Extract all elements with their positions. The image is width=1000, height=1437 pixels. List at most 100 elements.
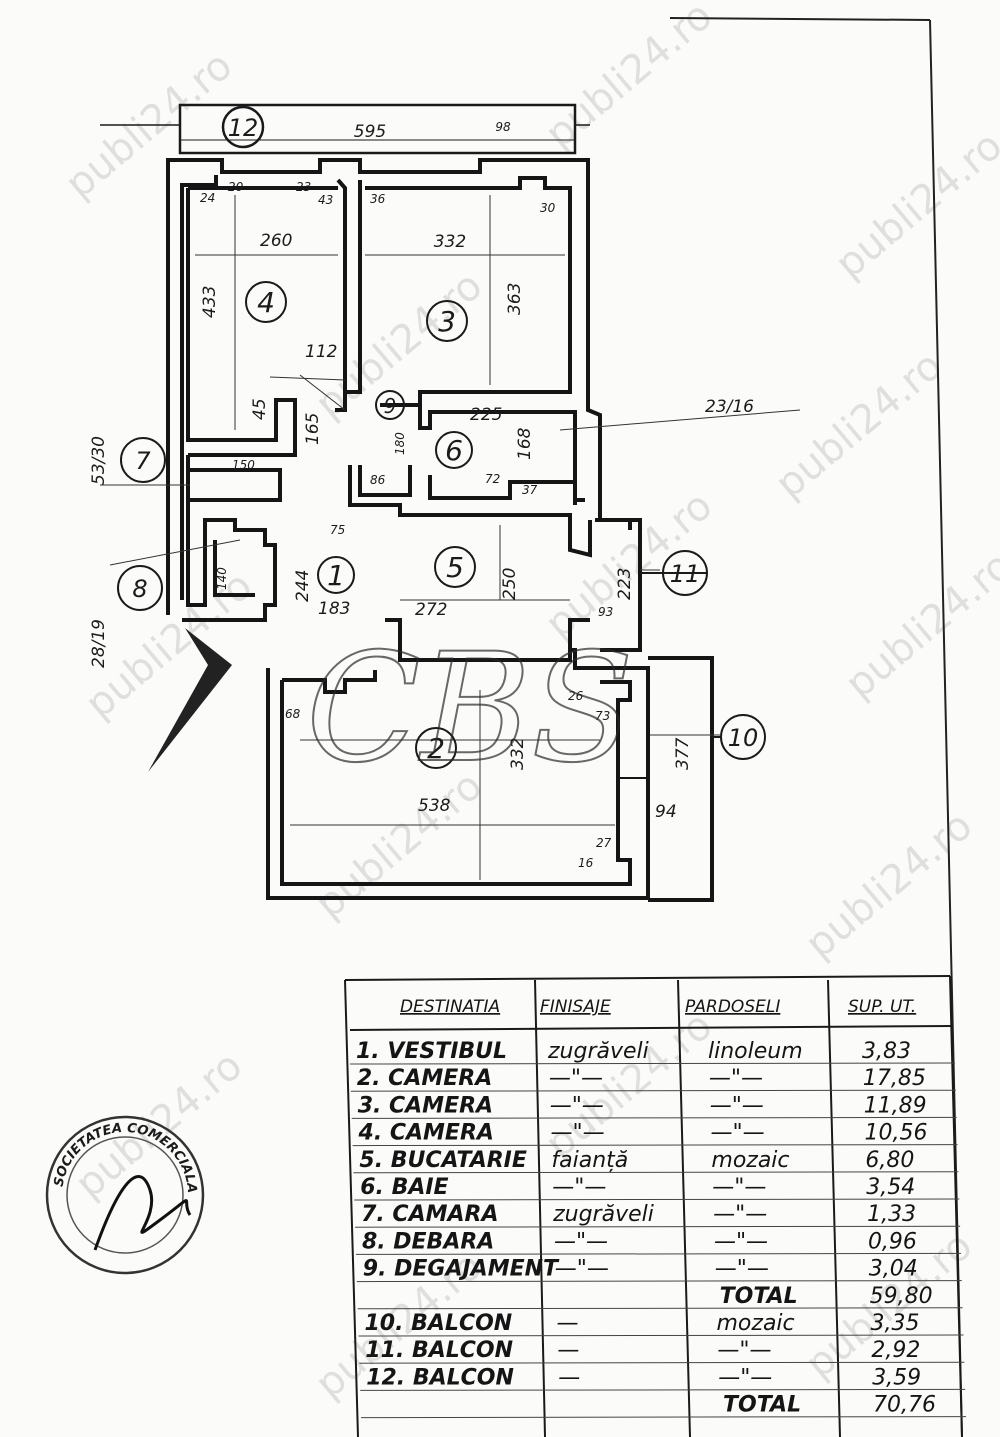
dim-68: 68 — [285, 707, 301, 721]
cell-pardoseli: —"— — [709, 1066, 763, 1091]
table-row: 10. BALCON — mozaic 3,35 — [358, 1311, 964, 1337]
dim-top-small: 98 — [495, 120, 511, 134]
row-rule — [358, 1334, 964, 1337]
room-6-label: 6 — [445, 434, 463, 467]
dim-room4-h: 433 — [200, 286, 220, 318]
dim-24: 24 — [200, 191, 215, 205]
row-rule — [359, 1361, 965, 1364]
room-3-label: 3 — [438, 305, 456, 338]
row-rule — [355, 1252, 961, 1255]
dim-bath-h: 168 — [515, 427, 535, 460]
dim-94: 94 — [655, 802, 677, 822]
header-pardoseli: PARDOSELI — [685, 997, 780, 1017]
cell-finisaje: — — [557, 1311, 579, 1336]
header-destinatia: DESTINATIA — [400, 997, 500, 1017]
room-2-label: 2 — [427, 732, 445, 765]
cell-pardoseli: —"— — [710, 1093, 764, 1118]
table-row: 12. BALCON——"—3,59 — [360, 1365, 966, 1391]
dim-37: 37 — [522, 483, 538, 497]
cell-sup-ut: 59,80 — [870, 1284, 933, 1309]
table-header: DESTINATIA FINISAJE PARDOSELI SUP. UT. — [400, 997, 916, 1017]
dim-45: 45 — [250, 398, 270, 420]
dim-kitchen-w: 272 — [415, 600, 447, 620]
walls — [166, 158, 714, 902]
cell-sup-ut: 3,04 — [869, 1257, 918, 1282]
cell-pardoseli: —"— — [711, 1121, 765, 1146]
cell-sup-ut: 6,80 — [865, 1148, 914, 1173]
cell-pardoseli: —"— — [715, 1257, 769, 1282]
cell-pardoseli: mozaic — [717, 1311, 795, 1336]
room-5-label: 5 — [446, 551, 464, 584]
cell-finisaje: —"— — [551, 1121, 605, 1146]
cell-sup-ut: 3,35 — [871, 1311, 920, 1336]
cell-sup-ut: 0,96 — [868, 1229, 917, 1254]
row-rule — [353, 1171, 959, 1174]
cell-destinatia: 8. DEBARA — [362, 1229, 494, 1254]
table-row: 2. CAMERA—"——"—17,85 — [350, 1066, 956, 1092]
cell-pardoseli: —"— — [713, 1202, 767, 1227]
entrance-arrow-icon — [148, 628, 232, 772]
table-row: 6. BAIE—"——"—3,54 — [354, 1175, 960, 1201]
dim-top-width: 595 — [354, 122, 386, 142]
balcony-12 — [100, 103, 590, 155]
cell-pardoseli: —"— — [714, 1229, 768, 1254]
label-28-19: 28/19 — [89, 619, 109, 668]
dim-140: 140 — [215, 567, 229, 590]
cell-destinatia: 3. CAMERA — [358, 1093, 493, 1118]
cell-finisaje: —"— — [549, 1066, 603, 1091]
table-row: 4. CAMERA—"——"—10,56 — [352, 1121, 958, 1147]
row-rule — [354, 1198, 960, 1201]
cell-finisaje: —"— — [552, 1175, 606, 1200]
cell-destinatia: 10. BALCON — [365, 1311, 513, 1336]
cell-sup-ut: 70,76 — [873, 1393, 936, 1418]
marker-12 — [221, 105, 265, 149]
dim-23: 23 — [296, 180, 311, 194]
room-4-label: 4 — [257, 286, 275, 319]
dim-73: 73 — [595, 709, 610, 723]
cell-sup-ut: 3,59 — [872, 1365, 921, 1390]
dim-93: 93 — [598, 605, 613, 619]
dim-16: 16 — [578, 856, 594, 870]
row-rule — [356, 1280, 962, 1283]
dim-244: 244 — [293, 570, 313, 602]
dim-150: 150 — [232, 458, 255, 472]
dim-room2-h: 332 — [508, 738, 528, 770]
row-rule — [352, 1144, 958, 1147]
dim-43: 43 — [318, 193, 333, 207]
dim-hall: 112 — [305, 342, 337, 362]
dim-room2-w: 538 — [418, 796, 451, 816]
cell-destinatia: 6. BAIE — [360, 1175, 448, 1200]
label-53-30: 53/30 — [89, 436, 109, 485]
room-9-label: 9 — [384, 394, 397, 418]
marker-12-label: 12 — [228, 114, 259, 142]
cell-destinatia: 9. DEGAJAMENT — [363, 1257, 560, 1282]
cell-finisaje: — — [558, 1365, 580, 1390]
dim-36: 36 — [370, 192, 386, 206]
dim-room4-w: 260 — [260, 231, 292, 251]
dim-20: 20 — [228, 180, 244, 194]
dim-bath-w: 225 — [470, 405, 502, 425]
cell-sup-ut: 10,56 — [865, 1121, 928, 1146]
cell-pardoseli: —"— — [718, 1365, 772, 1390]
dim-27: 27 — [596, 836, 612, 850]
dim-180: 180 — [393, 432, 407, 455]
dim-room3-h: 363 — [505, 283, 525, 315]
dim-26: 26 — [568, 689, 584, 703]
room-1-label: 1 — [327, 559, 345, 592]
marker-11-label: 11 — [670, 560, 701, 588]
dim-75: 75 — [330, 523, 345, 537]
header-finisaje: FINISAJE — [540, 997, 611, 1017]
overlay-monogram: CBS — [306, 622, 634, 796]
cell-finisaje: zugrăveli — [547, 1039, 649, 1064]
cell-finisaje: — — [557, 1338, 579, 1363]
row-rule — [349, 1062, 956, 1065]
dim-86: 86 — [370, 473, 386, 487]
cell-pardoseli: TOTAL — [720, 1284, 798, 1309]
cell-finisaje: —"— — [555, 1257, 609, 1282]
cell-sup-ut: 3,54 — [866, 1175, 915, 1200]
marker-10-label: 10 — [728, 724, 759, 752]
